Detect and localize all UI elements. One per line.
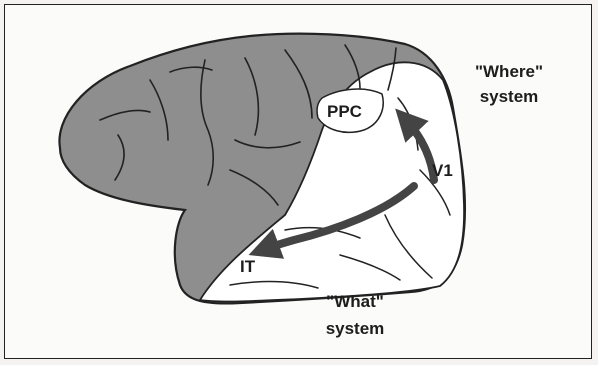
v1-label: V1 bbox=[432, 161, 453, 180]
where-system-subtitle: system bbox=[480, 87, 539, 106]
what-system-subtitle: system bbox=[326, 319, 385, 338]
where-system-title: "Where" bbox=[475, 62, 543, 81]
ppc-label: PPC bbox=[327, 102, 362, 121]
it-label: IT bbox=[240, 257, 256, 276]
what-system-title: "What" bbox=[326, 292, 384, 311]
